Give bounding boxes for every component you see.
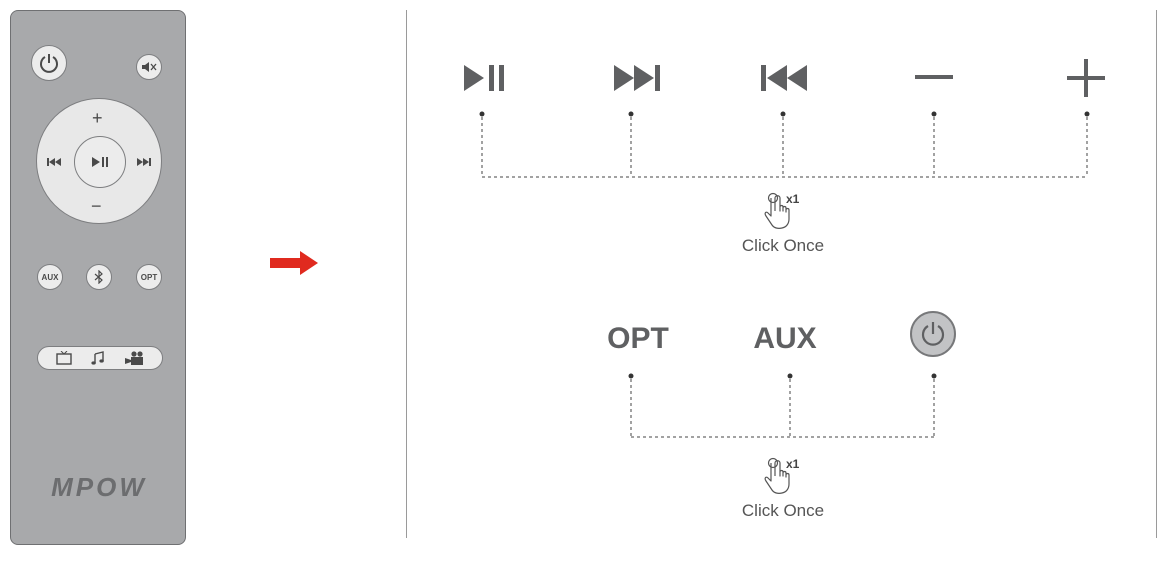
remote-play-pause-button[interactable]	[74, 136, 126, 188]
remote-opt-button[interactable]: OPT	[136, 264, 162, 290]
click-once-caption: Click Once	[741, 236, 825, 255]
remote-previous-icon[interactable]	[47, 158, 61, 166]
remote-power-button[interactable]	[31, 45, 67, 81]
remote-control: + − AUX OPT	[10, 10, 186, 545]
aux-label: AUX	[753, 322, 817, 355]
click-once-caption: Click Once	[741, 501, 825, 520]
hand-tap-icon	[764, 192, 790, 229]
volume-up-icon	[1067, 59, 1105, 97]
remote-dpad: + −	[36, 98, 162, 224]
tap-count-badge: x1	[786, 192, 800, 206]
power-icon	[921, 322, 945, 346]
tv-icon[interactable]	[55, 351, 72, 365]
movie-camera-icon[interactable]	[124, 351, 144, 365]
remote-bluetooth-button[interactable]	[86, 264, 112, 290]
remote-aux-button[interactable]: AUX	[37, 264, 63, 290]
remote-volume-up-button[interactable]: +	[92, 108, 103, 128]
brand-logo: MPOW	[51, 472, 147, 502]
remote-next-icon[interactable]	[137, 158, 151, 166]
opt-label: OPT	[607, 322, 669, 355]
remote-mode-selector	[37, 346, 163, 370]
remote-volume-down-button[interactable]: −	[91, 196, 102, 216]
remote-mute-button[interactable]	[136, 54, 162, 80]
left-divider	[406, 10, 407, 538]
music-icon[interactable]	[91, 351, 105, 365]
play-pause-icon	[464, 65, 504, 91]
hand-tap-icon	[764, 457, 790, 494]
power-icon	[40, 54, 58, 73]
previous-track-icon	[761, 65, 807, 91]
play-pause-icon	[92, 157, 108, 167]
right-divider	[1156, 10, 1157, 538]
tap-count-badge: x1	[786, 457, 800, 471]
next-track-icon	[614, 65, 660, 91]
mute-icon	[142, 62, 157, 72]
power-button	[910, 311, 956, 357]
volume-down-icon	[915, 75, 953, 79]
bluetooth-icon	[94, 270, 103, 284]
red-arrow-icon	[270, 251, 318, 275]
